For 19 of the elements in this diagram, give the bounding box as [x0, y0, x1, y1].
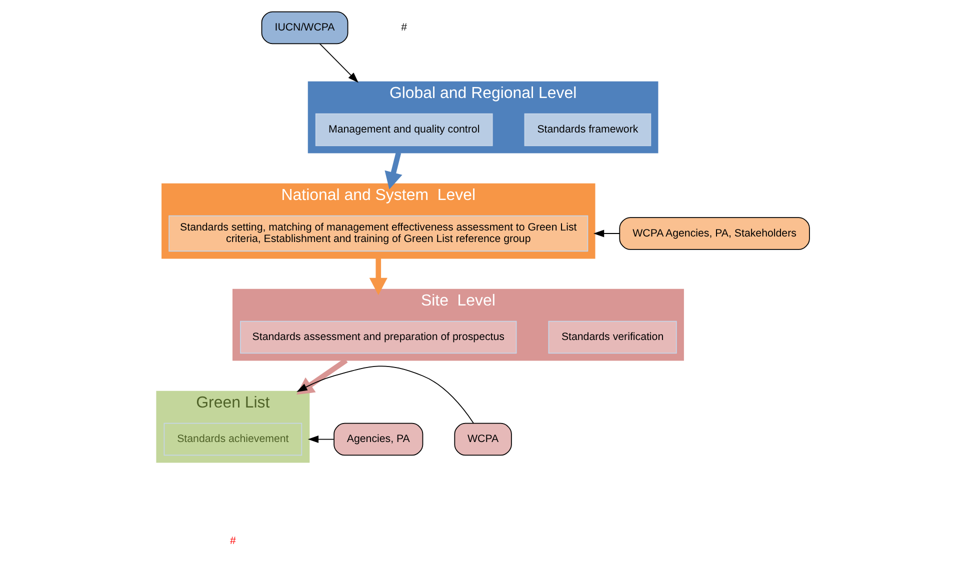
node-box: Standards framework — [524, 113, 651, 146]
arrow — [296, 366, 474, 424]
node-box: Management and quality control — [314, 113, 492, 146]
node-box: Standards setting, matching of management effectiveness assessment to Green List criteria, Establishment and training of Green List reference group — [168, 215, 588, 252]
node-box: Standards assessment and preparation of prospectus — [240, 320, 516, 354]
arrow — [296, 358, 348, 395]
node-box: IUCN/WCPA — [260, 11, 348, 44]
node-box: Standards verification — [548, 320, 676, 354]
arrow — [307, 436, 334, 443]
node-box: WCPA Agencies, PA, Stakeholders — [618, 217, 810, 250]
arrow — [592, 230, 620, 238]
arrow — [384, 152, 402, 190]
arrow — [318, 43, 358, 83]
node-box: WCPA — [454, 422, 512, 456]
label: # — [229, 535, 236, 548]
arrow — [368, 258, 387, 296]
node-box: Agencies, PA — [333, 422, 423, 456]
label: # — [400, 21, 407, 34]
node-box: Standards achievement — [163, 422, 302, 456]
